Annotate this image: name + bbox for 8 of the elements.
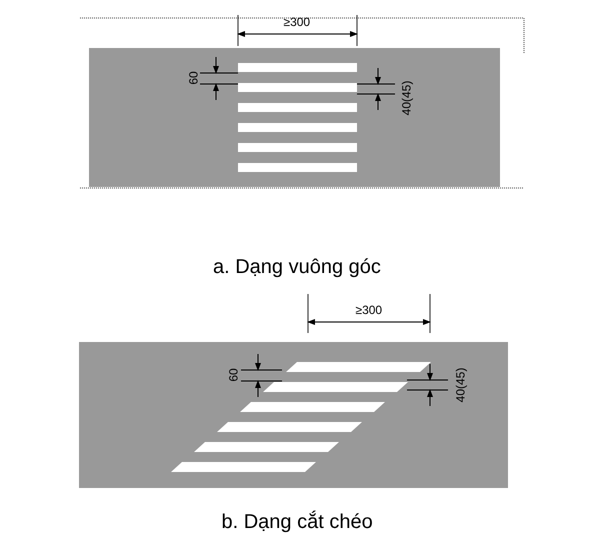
figure-caption: a. Dạng vuông góc: [213, 257, 381, 277]
dimension-label: 60: [187, 71, 200, 85]
dimension-label: 60: [227, 368, 240, 382]
dimension-label: 40(45): [454, 368, 466, 402]
dimension-label: 40(45): [400, 80, 412, 116]
dimension-label: ≥300: [356, 304, 382, 316]
figure-caption: b. Dạng cắt chéo: [222, 512, 373, 532]
dimension-label: ≥300: [284, 16, 310, 28]
